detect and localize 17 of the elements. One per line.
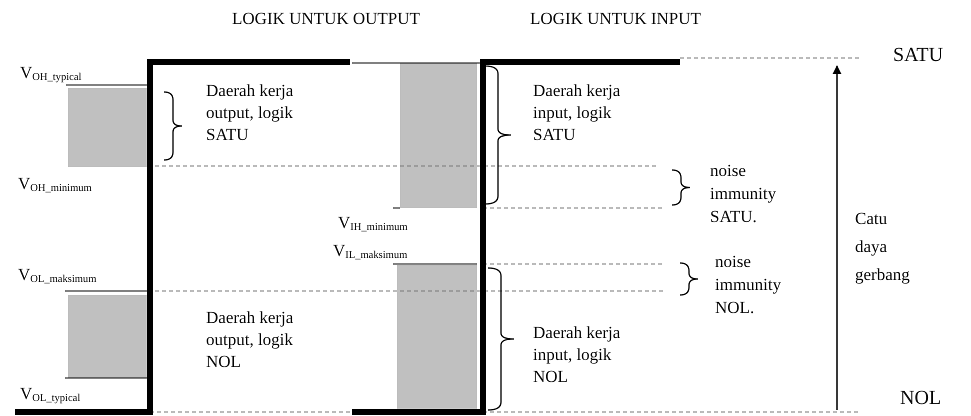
voltage-label: V$_{OH_typical}$ — [20, 62, 82, 86]
column-heading: LOGIK UNTUK INPUT — [530, 8, 701, 30]
region-label: noise immunity SATU. — [710, 160, 778, 228]
voltage-label: V$_{IL_maksimum}$ — [333, 240, 408, 264]
voltage-label: V$_{IH_minimum}$ — [338, 212, 408, 236]
region-label: Daerah kerja output, logik NOL — [206, 307, 294, 373]
region-label: noise immunity NOL. — [715, 251, 782, 319]
voltage-label: V$_{OL_maksimum}$ — [18, 264, 96, 288]
region-label: Daerah kerja input, logik SATU — [533, 80, 622, 146]
arrow-label: Catu daya gerbang — [855, 208, 911, 286]
column-heading: LOGIK UNTUK OUTPUT — [232, 8, 420, 30]
level-label: SATU — [893, 44, 944, 66]
region-label: Daerah kerja output, logik SATU — [206, 80, 294, 146]
voltage-label: V$_{OH_minimum}$ — [18, 173, 92, 196]
region-label: Daerah kerja input, logik NOL — [533, 322, 622, 388]
level-label: NOL — [900, 387, 942, 409]
voltage-label: V$_{OL_typical}$ — [20, 383, 80, 406]
